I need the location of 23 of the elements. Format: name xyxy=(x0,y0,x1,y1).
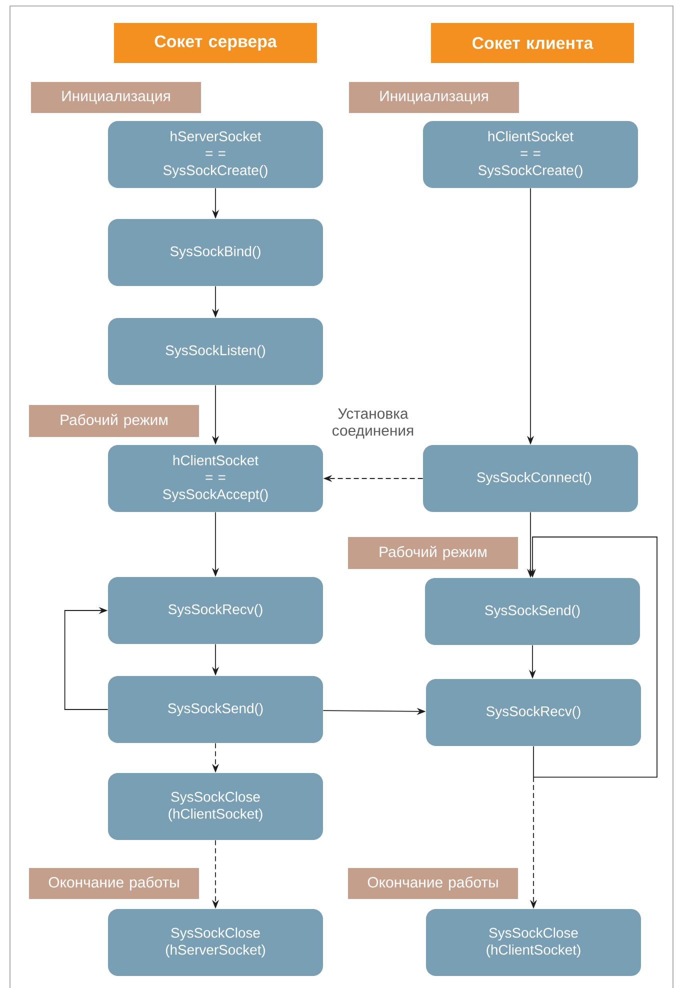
arrow xyxy=(64,606,108,710)
process-box: hClientSocket = = SysSockAccept() xyxy=(108,445,323,512)
process-box: SysSockRecv() xyxy=(426,679,641,746)
process-box: SysSockSend() xyxy=(425,578,640,645)
phase-label: Окончание работы xyxy=(29,868,199,899)
process-box: SysSockListen() xyxy=(108,318,323,385)
process-box: SysSockSend() xyxy=(108,676,323,743)
header-box: Сокет клиента xyxy=(431,23,634,63)
edge-label: Установка соединения xyxy=(322,407,424,440)
process-box: SysSockClose (hServerSocket) xyxy=(108,909,323,976)
process-box: SysSockBind() xyxy=(108,219,323,286)
phase-label: Рабочий режим xyxy=(29,405,199,437)
phase-label: Инициализация xyxy=(31,82,201,113)
process-box: SysSockRecv() xyxy=(108,577,323,644)
process-box: SysSockClose (hClientSocket) xyxy=(426,909,641,976)
process-box: SysSockConnect() xyxy=(423,445,638,512)
phase-label: Рабочий режим xyxy=(348,537,518,569)
process-box: SysSockClose (hClientSocket) xyxy=(108,773,323,840)
phase-label: Инициализация xyxy=(349,82,519,113)
phase-label: Окончание работы xyxy=(348,868,518,899)
header-box: Сокет сервера xyxy=(114,23,317,63)
process-box: hClientSocket = = SysSockCreate() xyxy=(423,121,638,188)
process-box: hServerSocket = = SysSockCreate() xyxy=(108,121,323,188)
